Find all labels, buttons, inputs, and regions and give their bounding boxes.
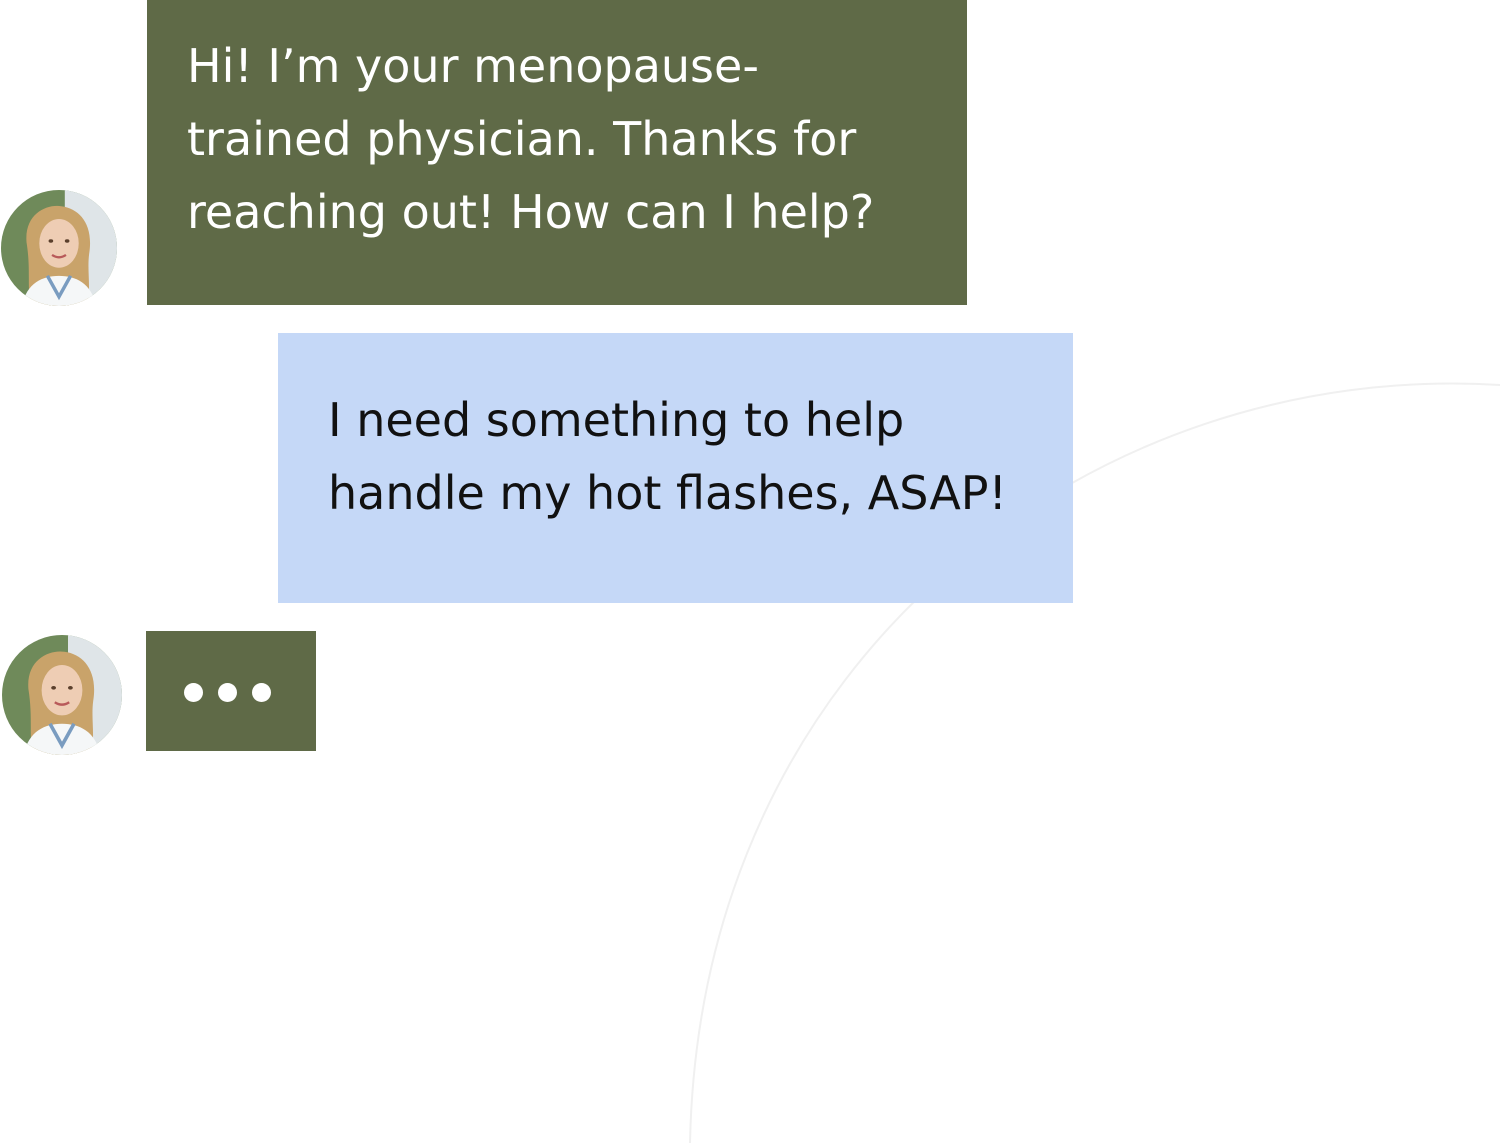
user-message-bubble: I need something to help handle my hot f…: [278, 333, 1073, 603]
doctor-avatar: [2, 635, 122, 755]
doctor-avatar: [1, 190, 117, 306]
typing-dot-icon: [184, 683, 203, 702]
typing-indicator-bubble: [146, 631, 316, 751]
typing-dot-icon: [252, 683, 271, 702]
doctor-avatar-photo-icon: [1, 190, 117, 306]
doctor-avatar-photo-icon: [2, 635, 122, 755]
typing-dot-icon: [218, 683, 237, 702]
doctor-message-bubble: Hi! I’m your menopause- trained physicia…: [147, 0, 967, 305]
user-message-text: I need something to help handle my hot f…: [328, 393, 1007, 520]
doctor-message-text: Hi! I’m your menopause- trained physicia…: [187, 39, 875, 239]
